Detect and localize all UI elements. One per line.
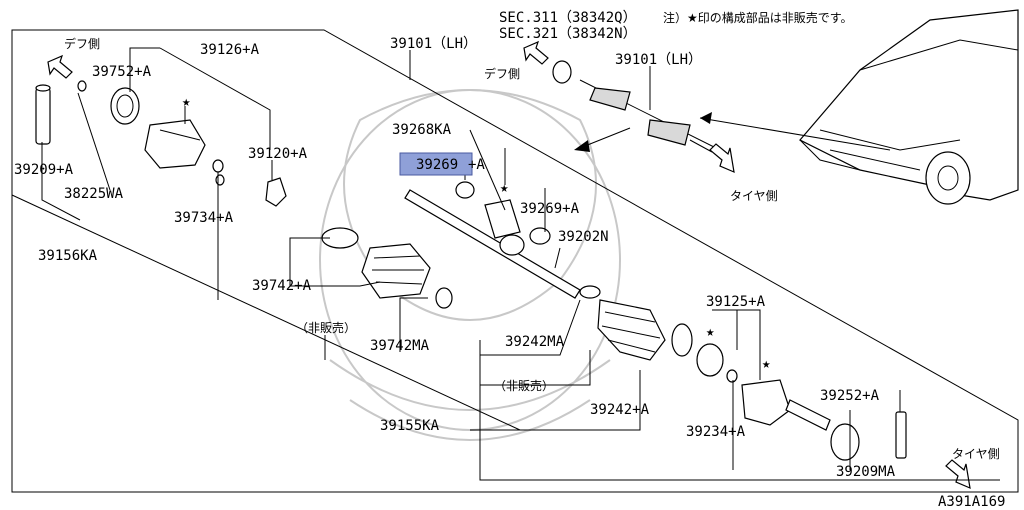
diagram-id: A391A169 — [938, 494, 1005, 510]
part-39242a[interactable]: 39242+A — [590, 402, 650, 418]
part-39209ma[interactable]: 39209MA — [836, 464, 896, 480]
part-39156[interactable]: 39156KA — [38, 248, 98, 264]
diff-side-arrow-icon — [47, 54, 73, 79]
left-components — [35, 80, 453, 309]
part-39101-main[interactable]: 39101（LH） — [390, 36, 477, 52]
part-39101-inset[interactable]: 39101（LH） — [615, 52, 702, 68]
highlight-box-39269 — [399, 152, 473, 176]
part-39252[interactable]: 39252+A — [820, 388, 880, 404]
sec-ref-1[interactable]: SEC.311（38342Q） — [499, 10, 637, 26]
diff-side-label: デフ側 — [64, 36, 100, 51]
diff-side-label-inset: デフ側 — [484, 66, 520, 81]
part-39126[interactable]: 39126+A — [200, 42, 260, 58]
diagram-frame — [11, 29, 1019, 493]
sec-ref-2[interactable]: SEC.321（38342N） — [499, 26, 637, 42]
part-39742ma[interactable]: 39742MA — [370, 338, 430, 354]
star-not-sold-1: ★ — [182, 94, 191, 110]
tire-side-label: タイヤ側 — [952, 447, 1000, 461]
car-illustration — [799, 9, 1019, 205]
inset-drive-shaft — [552, 60, 721, 153]
part-38225[interactable]: 38225WA — [64, 186, 124, 202]
part-39234[interactable]: 39234+A — [686, 424, 746, 440]
central-shaft — [404, 181, 601, 299]
note-text: 注）★印の構成部品は非販売です。 — [663, 10, 853, 25]
tire-side-arrow-icon-inset — [709, 143, 735, 173]
not-sold-label-1: （非販売） — [296, 320, 356, 335]
part-39202[interactable]: 39202N — [558, 229, 609, 245]
inset-arrowhead — [574, 140, 590, 152]
tire-side-arrow-icon — [945, 459, 971, 489]
car-pointer-arrowhead — [700, 112, 712, 124]
diff-side-arrow-icon-inset — [523, 40, 549, 65]
part-39269[interactable]: 39269+A — [520, 201, 580, 217]
part-39209a[interactable]: 39209+A — [14, 162, 74, 178]
star-not-sold-3: ★ — [706, 324, 715, 340]
part-39752[interactable]: 39752+A — [92, 64, 152, 80]
part-39268[interactable]: 39268KA — [392, 122, 452, 138]
lower-frame-line — [11, 194, 521, 431]
part-39242ma[interactable]: 39242MA — [505, 334, 565, 350]
part-39125[interactable]: 39125+A — [706, 294, 766, 310]
car-pointer-line — [699, 117, 891, 151]
part-39269-highlighted-suffix: +A — [468, 157, 485, 173]
right-components — [597, 299, 907, 461]
leader-lines — [41, 47, 1000, 481]
part-39734[interactable]: 39734+A — [174, 210, 234, 226]
not-sold-label-2: （非販売） — [494, 378, 554, 393]
part-39120[interactable]: 39120+A — [248, 146, 308, 162]
part-39742a[interactable]: 39742+A — [252, 278, 312, 294]
part-39269-highlighted[interactable]: 39269 — [416, 157, 458, 173]
tire-side-label-inset: タイヤ側 — [730, 189, 778, 203]
star-not-sold-4: ★ — [762, 356, 771, 372]
star-not-sold-2: ★ — [500, 180, 509, 196]
part-39155[interactable]: 39155KA — [380, 418, 440, 434]
